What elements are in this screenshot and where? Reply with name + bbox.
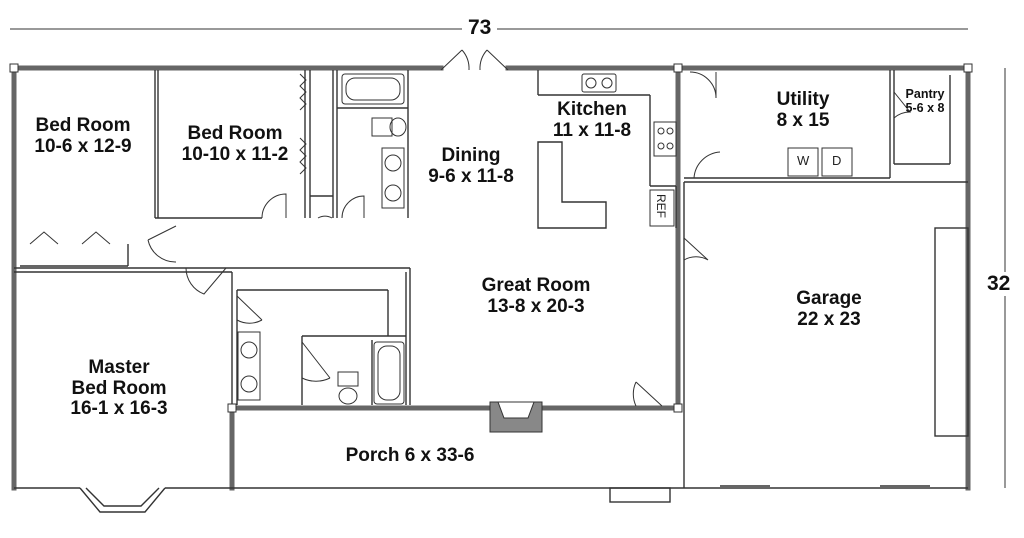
fireplace — [489, 401, 543, 433]
room-master-size: 16-1 x 16-3 — [70, 398, 168, 420]
room-garage-size: 22 x 23 — [797, 308, 861, 330]
room-great: Great Room 13-8 x 20-3 — [481, 275, 591, 317]
room-porch: Porch 6 x 33-6 — [345, 445, 475, 467]
room-pantry-size: 5-6 x 8 — [905, 100, 945, 115]
room-kitchen-name: Kitchen — [557, 99, 627, 120]
dryer-label: D — [832, 153, 842, 168]
room-utility-name: Utility — [776, 89, 830, 110]
room-kitchen: Kitchen 11 x 11-8 — [552, 99, 632, 141]
interior-walls — [14, 70, 969, 513]
room-master-name-line2: Bed Room — [71, 377, 167, 399]
door-swings — [29, 49, 912, 407]
refrigerator-label: REF — [654, 194, 668, 218]
room-bed2: Bed Room 10-10 x 11-2 — [181, 123, 289, 165]
room-bed2-name: Bed Room — [187, 123, 283, 144]
washer-label: W — [797, 153, 810, 168]
room-garage-name: Garage — [796, 288, 862, 309]
room-bed1-name: Bed Room — [35, 115, 131, 136]
room-utility-size: 8 x 15 — [776, 109, 830, 131]
room-utility: Utility 8 x 15 — [776, 89, 830, 131]
corner-markers — [9, 63, 973, 413]
width-dimension: 73 — [462, 16, 498, 40]
room-kitchen-size: 11 x 11-8 — [552, 119, 632, 141]
room-garage: Garage 22 x 23 — [796, 288, 862, 330]
room-master: Master Bed Room 16-1 x 16-3 — [70, 357, 168, 420]
room-dining: Dining 9-6 x 11-8 — [428, 145, 514, 187]
room-bed2-size: 10-10 x 11-2 — [181, 143, 289, 165]
fixtures — [237, 73, 853, 405]
depth-dimension: 32 — [981, 272, 1017, 296]
room-porch-name: Porch 6 x 33-6 — [345, 445, 475, 466]
room-bed1: Bed Room 10-6 x 12-9 — [34, 115, 132, 157]
room-great-size: 13-8 x 20-3 — [487, 295, 585, 317]
room-pantry: Pantry 5-6 x 8 — [905, 87, 945, 115]
room-pantry-name: Pantry — [905, 87, 945, 101]
room-dining-size: 9-6 x 11-8 — [428, 165, 514, 187]
room-bed1-size: 10-6 x 12-9 — [34, 135, 132, 157]
room-great-name: Great Room — [481, 275, 591, 296]
room-dining-name: Dining — [441, 145, 501, 166]
room-master-name-line1: Master — [88, 357, 150, 378]
